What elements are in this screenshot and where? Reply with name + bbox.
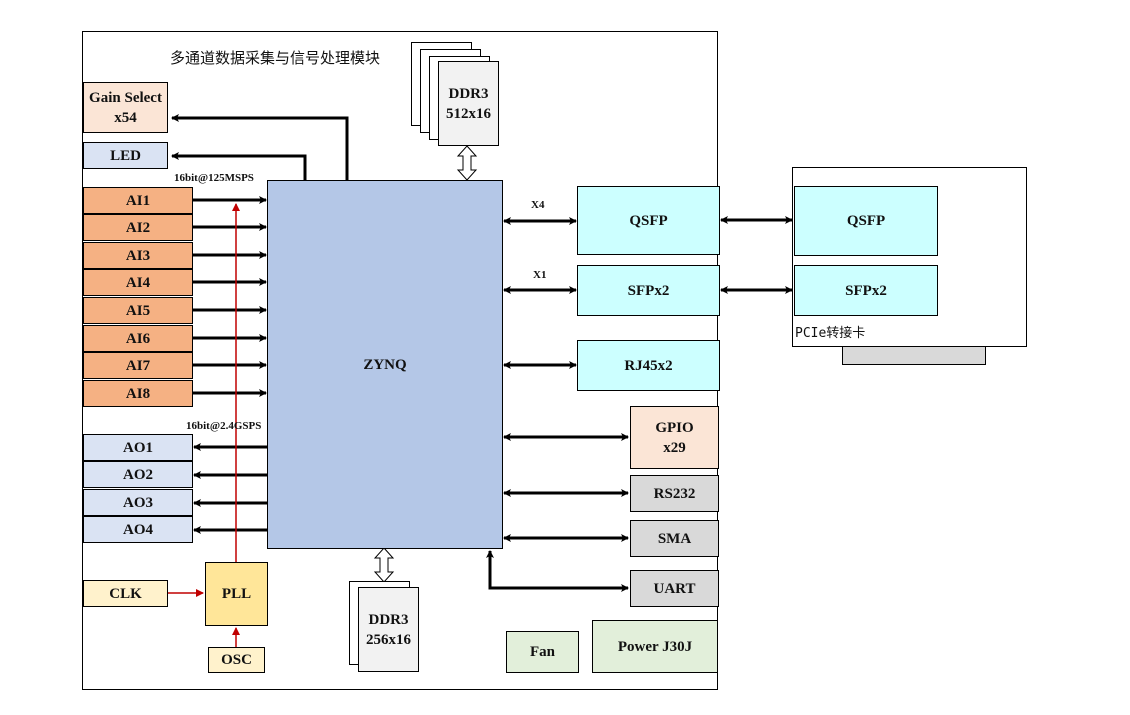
ao1-block: AO1 bbox=[83, 434, 193, 461]
wire-uart bbox=[486, 550, 629, 592]
led-block: LED bbox=[83, 142, 168, 169]
ai6-block: AI6 bbox=[83, 325, 193, 352]
sma-block: SMA bbox=[630, 520, 719, 557]
sfp-link-label: X1 bbox=[533, 269, 547, 281]
wire-led bbox=[171, 152, 307, 181]
ddr-top-type: DDR3 bbox=[448, 85, 489, 102]
ai-rate-label: 16bit@125MSPS bbox=[174, 172, 254, 184]
rj45-block: RJ45x2 bbox=[577, 340, 720, 391]
ddr-top-bus-arrow bbox=[456, 145, 478, 181]
module-title: 多通道数据采集与信号处理模块 bbox=[170, 49, 381, 67]
ao-rate-label: 16bit@2.4GSPS bbox=[186, 420, 262, 432]
pcie-card-label: PCIe转接卡 bbox=[795, 326, 866, 341]
pll-block: PLL bbox=[205, 562, 268, 626]
uart-block: UART bbox=[630, 570, 719, 607]
ai1-block: AI1 bbox=[83, 187, 193, 214]
ai7-block: AI7 bbox=[83, 352, 193, 379]
power-j30j-block: Power J30J bbox=[592, 620, 718, 673]
gain-select-count: x54 bbox=[114, 109, 137, 126]
ddr-bottom-size: 256x16 bbox=[366, 631, 411, 648]
ddr-bottom-block: DDR3 256x16 bbox=[358, 587, 419, 672]
pcie-qsfp-block: QSFP bbox=[794, 186, 938, 256]
ao3-block: AO3 bbox=[83, 489, 193, 516]
osc-block: OSC bbox=[208, 647, 265, 673]
gain-select-label: Gain Select bbox=[89, 89, 162, 106]
sfp-block: SFPx2 bbox=[577, 265, 720, 316]
ddr-top-block: DDR3 512x16 bbox=[438, 61, 499, 146]
qsfp-link-label: X4 bbox=[531, 199, 545, 211]
ai5-block: AI5 bbox=[83, 297, 193, 324]
qsfp-block: QSFP bbox=[577, 186, 720, 255]
ao2-block: AO2 bbox=[83, 461, 193, 488]
ai4-block: AI4 bbox=[83, 269, 193, 296]
zynq-fpga-block: ZYNQ bbox=[267, 180, 503, 549]
ddr-top-size: 512x16 bbox=[446, 105, 491, 122]
pcie-sfp-block: SFPx2 bbox=[794, 265, 938, 316]
gpio-count: x29 bbox=[663, 439, 686, 456]
ao4-block: AO4 bbox=[83, 516, 193, 543]
fan-block: Fan bbox=[506, 631, 579, 673]
rs232-block: RS232 bbox=[630, 475, 719, 512]
gpio-label: GPIO bbox=[655, 419, 694, 436]
wire-gain-select bbox=[171, 114, 349, 181]
ai3-block: AI3 bbox=[83, 242, 193, 269]
gpio-block: GPIO x29 bbox=[630, 406, 719, 469]
ddr-bottom-bus-arrow bbox=[373, 547, 395, 583]
ddr-bottom-type: DDR3 bbox=[368, 611, 409, 628]
gain-select-block: Gain Select x54 bbox=[83, 82, 168, 133]
pcie-gold-finger bbox=[842, 346, 986, 365]
clk-block: CLK bbox=[83, 580, 168, 607]
ai8-block: AI8 bbox=[83, 380, 193, 407]
ai2-block: AI2 bbox=[83, 214, 193, 241]
